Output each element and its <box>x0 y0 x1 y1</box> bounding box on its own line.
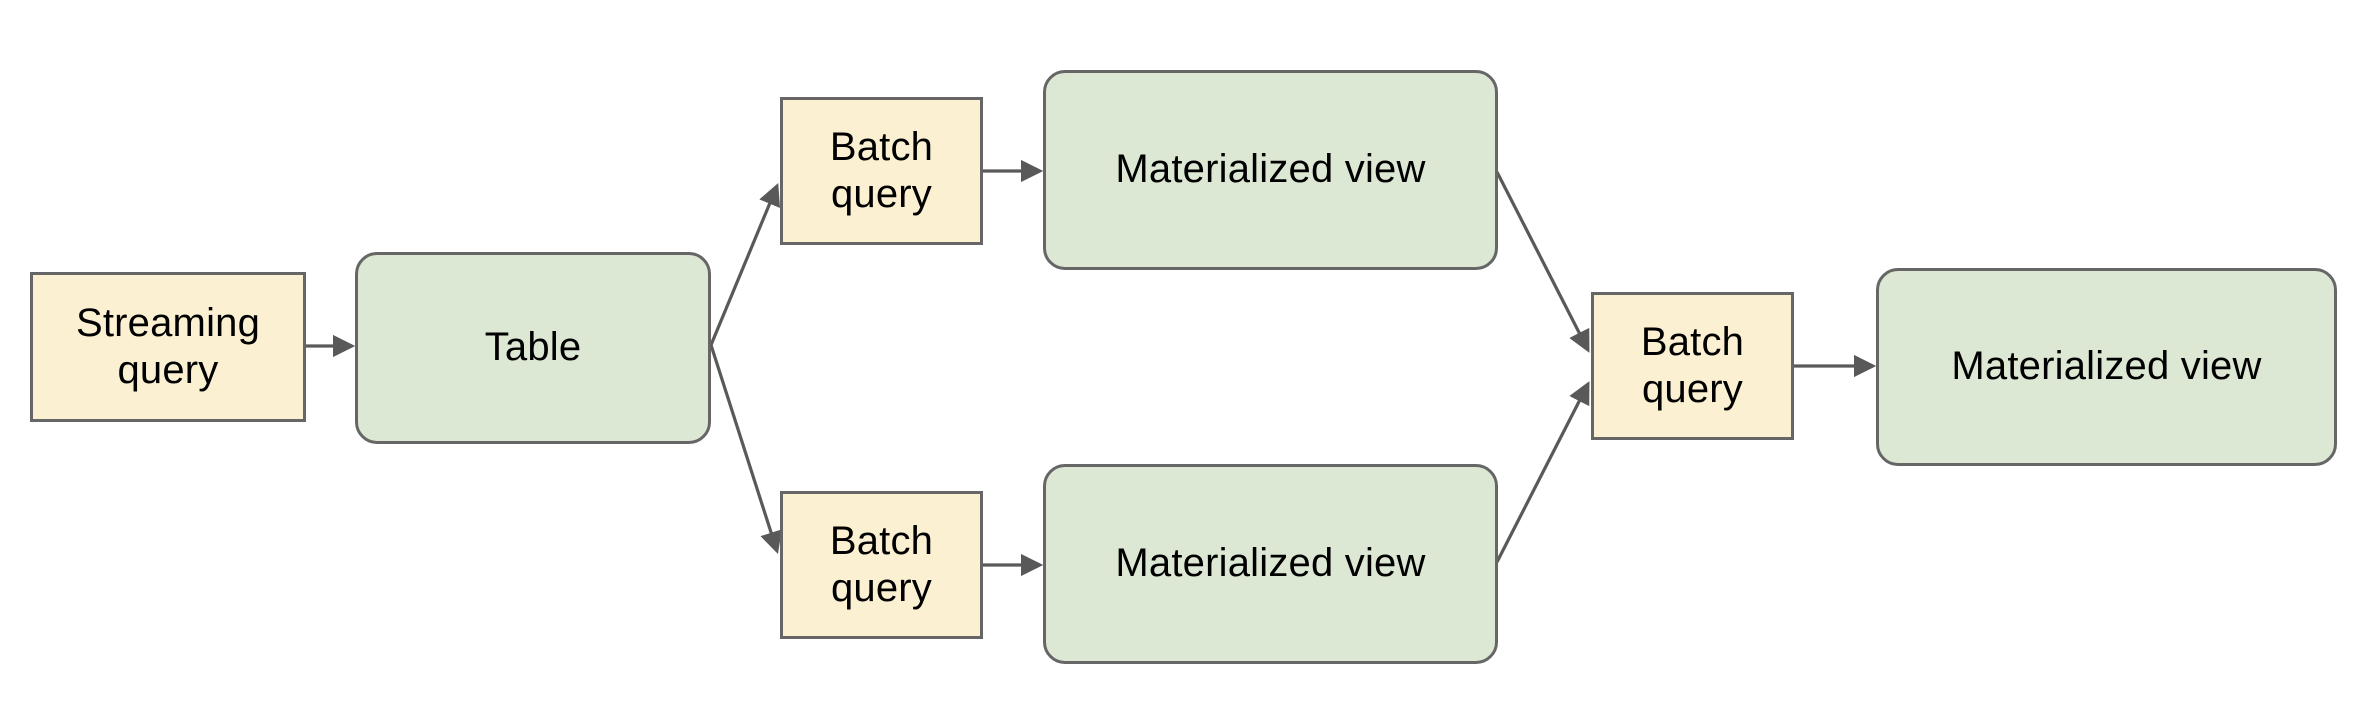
node-streaming-query[interactable]: Streaming query <box>30 272 306 422</box>
node-label-materialized-view-bottom: Materialized view <box>1115 541 1426 586</box>
node-label-materialized-view-final: Materialized view <box>1951 344 2262 389</box>
edge-mv-top-to-batch-join <box>1495 171 1590 353</box>
node-label-batch-query-bottom: Batch query <box>829 518 934 610</box>
node-batch-query-join[interactable]: Batch query <box>1591 292 1794 440</box>
edge-mv-bottom-to-batch-join <box>1495 381 1590 563</box>
node-materialized-view-final[interactable]: Materialized view <box>1876 268 2337 466</box>
node-batch-query-bottom[interactable]: Batch query <box>780 491 983 639</box>
node-materialized-view-bottom[interactable]: Materialized view <box>1043 464 1498 664</box>
node-label-materialized-view-top: Materialized view <box>1115 147 1426 192</box>
edge-table-to-batch-top <box>709 183 780 346</box>
node-label-table: Table <box>484 325 582 370</box>
node-label-batch-query-join: Batch query <box>1640 319 1745 411</box>
node-label-streaming-query: Streaming query <box>75 300 261 392</box>
node-materialized-view-top[interactable]: Materialized view <box>1043 70 1498 270</box>
node-table[interactable]: Table <box>355 252 711 444</box>
node-label-batch-query-top: Batch query <box>829 124 934 216</box>
node-batch-query-top[interactable]: Batch query <box>780 97 983 245</box>
edge-table-to-batch-bottom <box>709 344 782 555</box>
